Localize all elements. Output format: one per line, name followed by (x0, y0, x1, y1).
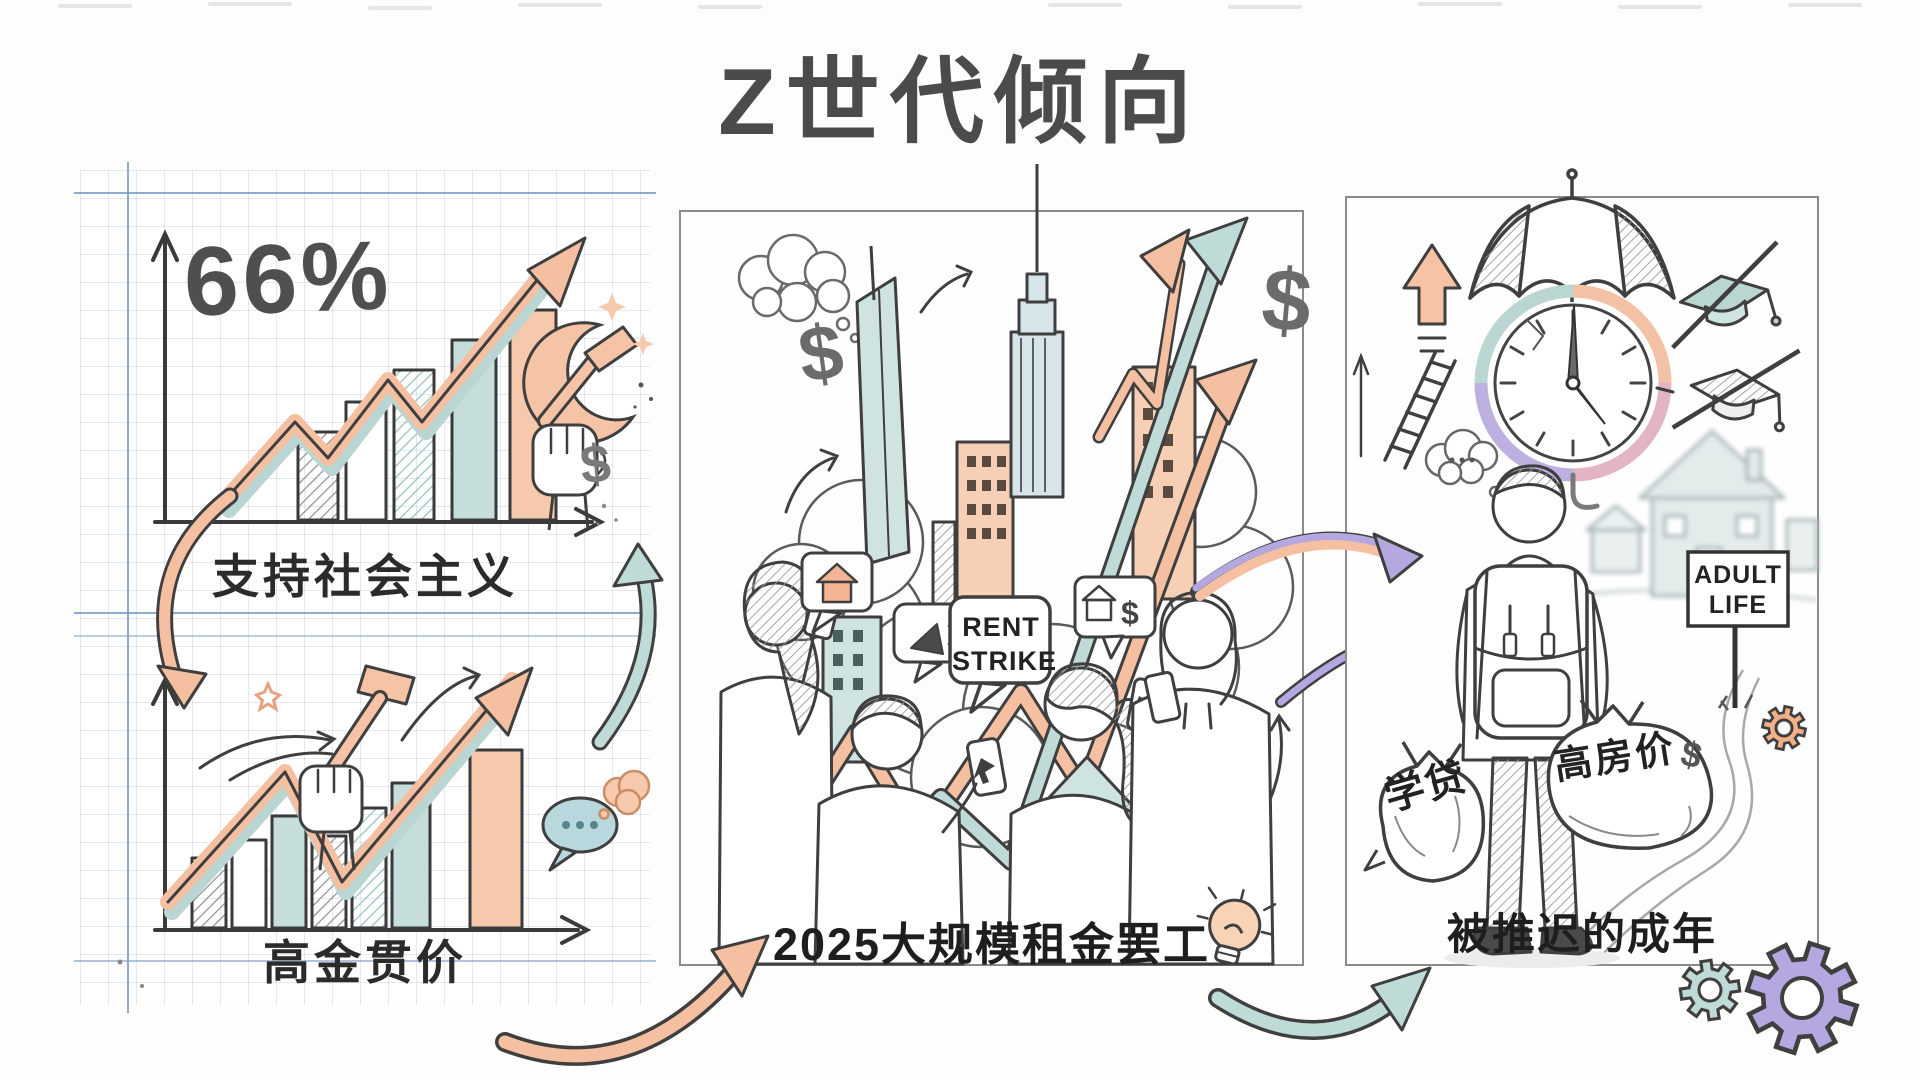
bags: $ (1363, 698, 1714, 883)
left-panel: 66% 支持社会主义 (74, 162, 656, 1013)
winding-path (1561, 669, 1761, 961)
caption-support-socialism: 支持社会主义 (212, 550, 518, 603)
connector-arrow-teal-icon (1208, 984, 1412, 1040)
trend-arrowhead-icon (526, 236, 587, 308)
person-woman-ponytail (1007, 662, 1165, 966)
rule-line (74, 635, 656, 637)
house-bubble-icon (800, 551, 874, 634)
person-backpack-illustration (1444, 464, 1620, 968)
thought-cloud-icon (737, 233, 861, 344)
bag-student-loan (1363, 741, 1486, 883)
dollar-icon: $ (1121, 595, 1139, 631)
thin-arrow-icon (400, 666, 482, 742)
margin-line (127, 162, 129, 1013)
trend-arrowhead-icon (474, 666, 534, 737)
cloud-bubble-icon (598, 769, 651, 820)
rent-strike-line2: STRIKE (952, 646, 1058, 676)
fist-hammer-sickle-icon (522, 293, 654, 531)
rent-strike-text: RENT STRIKE (952, 610, 1058, 678)
graduation-cap-icon (1671, 348, 1801, 433)
umbrella-handle-hook (1570, 472, 1600, 510)
backpack-icon (1473, 554, 1589, 740)
bag-housing-price: $ (1546, 698, 1714, 850)
trend-line (217, 266, 554, 518)
adult-life-sign-text: ADULT LIFE (1688, 560, 1788, 620)
sparkle-icon (632, 333, 654, 355)
bars (190, 748, 524, 930)
ladder-icon (1352, 351, 1457, 470)
caption-rent-strike-2025: 2025大规模租金罢工 (772, 919, 1211, 970)
rent-strike-bubble (948, 595, 1052, 714)
person-man-hoodie (1127, 590, 1275, 966)
caption-delayed-adulthood: 被推迟的成年 (1447, 911, 1717, 959)
graduation-cap-icon (1671, 240, 1782, 350)
dash (1655, 386, 1675, 394)
high-price-chart (151, 664, 651, 945)
rule-line (74, 192, 656, 194)
adult-life-sign (1686, 550, 1790, 711)
stat-66-percent: 66% (182, 219, 394, 337)
caption-high-price: 高金贯价 (263, 936, 467, 989)
person-man-center (813, 694, 1007, 966)
chat-bubble-icon (541, 796, 619, 872)
page-title: Z世代倾向 (718, 49, 1202, 154)
city-buildings (821, 164, 1197, 764)
dollar-icon: $ (1258, 249, 1315, 352)
rule-line (74, 612, 656, 614)
sign-line2: LIFE (1708, 591, 1768, 619)
delayed-adulthood-illustration: $ (1352, 168, 1817, 964)
umbrella-icon (1468, 168, 1676, 302)
swoosh-arrow-icon (198, 730, 337, 782)
rule-line (74, 960, 656, 962)
sparkle-icon (598, 293, 626, 321)
crowd-on-phones (717, 560, 1275, 966)
clock-icon (1474, 284, 1672, 510)
house-dollar-bubble-icon: $ (1073, 575, 1157, 660)
lightbulb-icon (1196, 886, 1277, 966)
thought-cloud-icon (1424, 428, 1510, 509)
rent-strike-line1: RENT (962, 612, 1040, 642)
sign-line1: ADULT (1694, 561, 1782, 589)
rent-strike-illustration: $ $ (717, 164, 1391, 966)
right-panel: $ ADULT LIFE 学贷 高房价 被推迟的成年 (1345, 168, 1819, 966)
star-icon (253, 680, 283, 713)
middle-panel: $ $ (679, 164, 1391, 970)
gears (1675, 701, 1871, 1067)
person-woman (717, 560, 842, 966)
top-edge-scribbles (58, 2, 1862, 10)
speech-bubbles: $ (800, 551, 1157, 714)
up-arrow-icon (1402, 243, 1462, 353)
fist-hammer-icon (253, 664, 416, 871)
socialism-support-chart (151, 229, 654, 537)
